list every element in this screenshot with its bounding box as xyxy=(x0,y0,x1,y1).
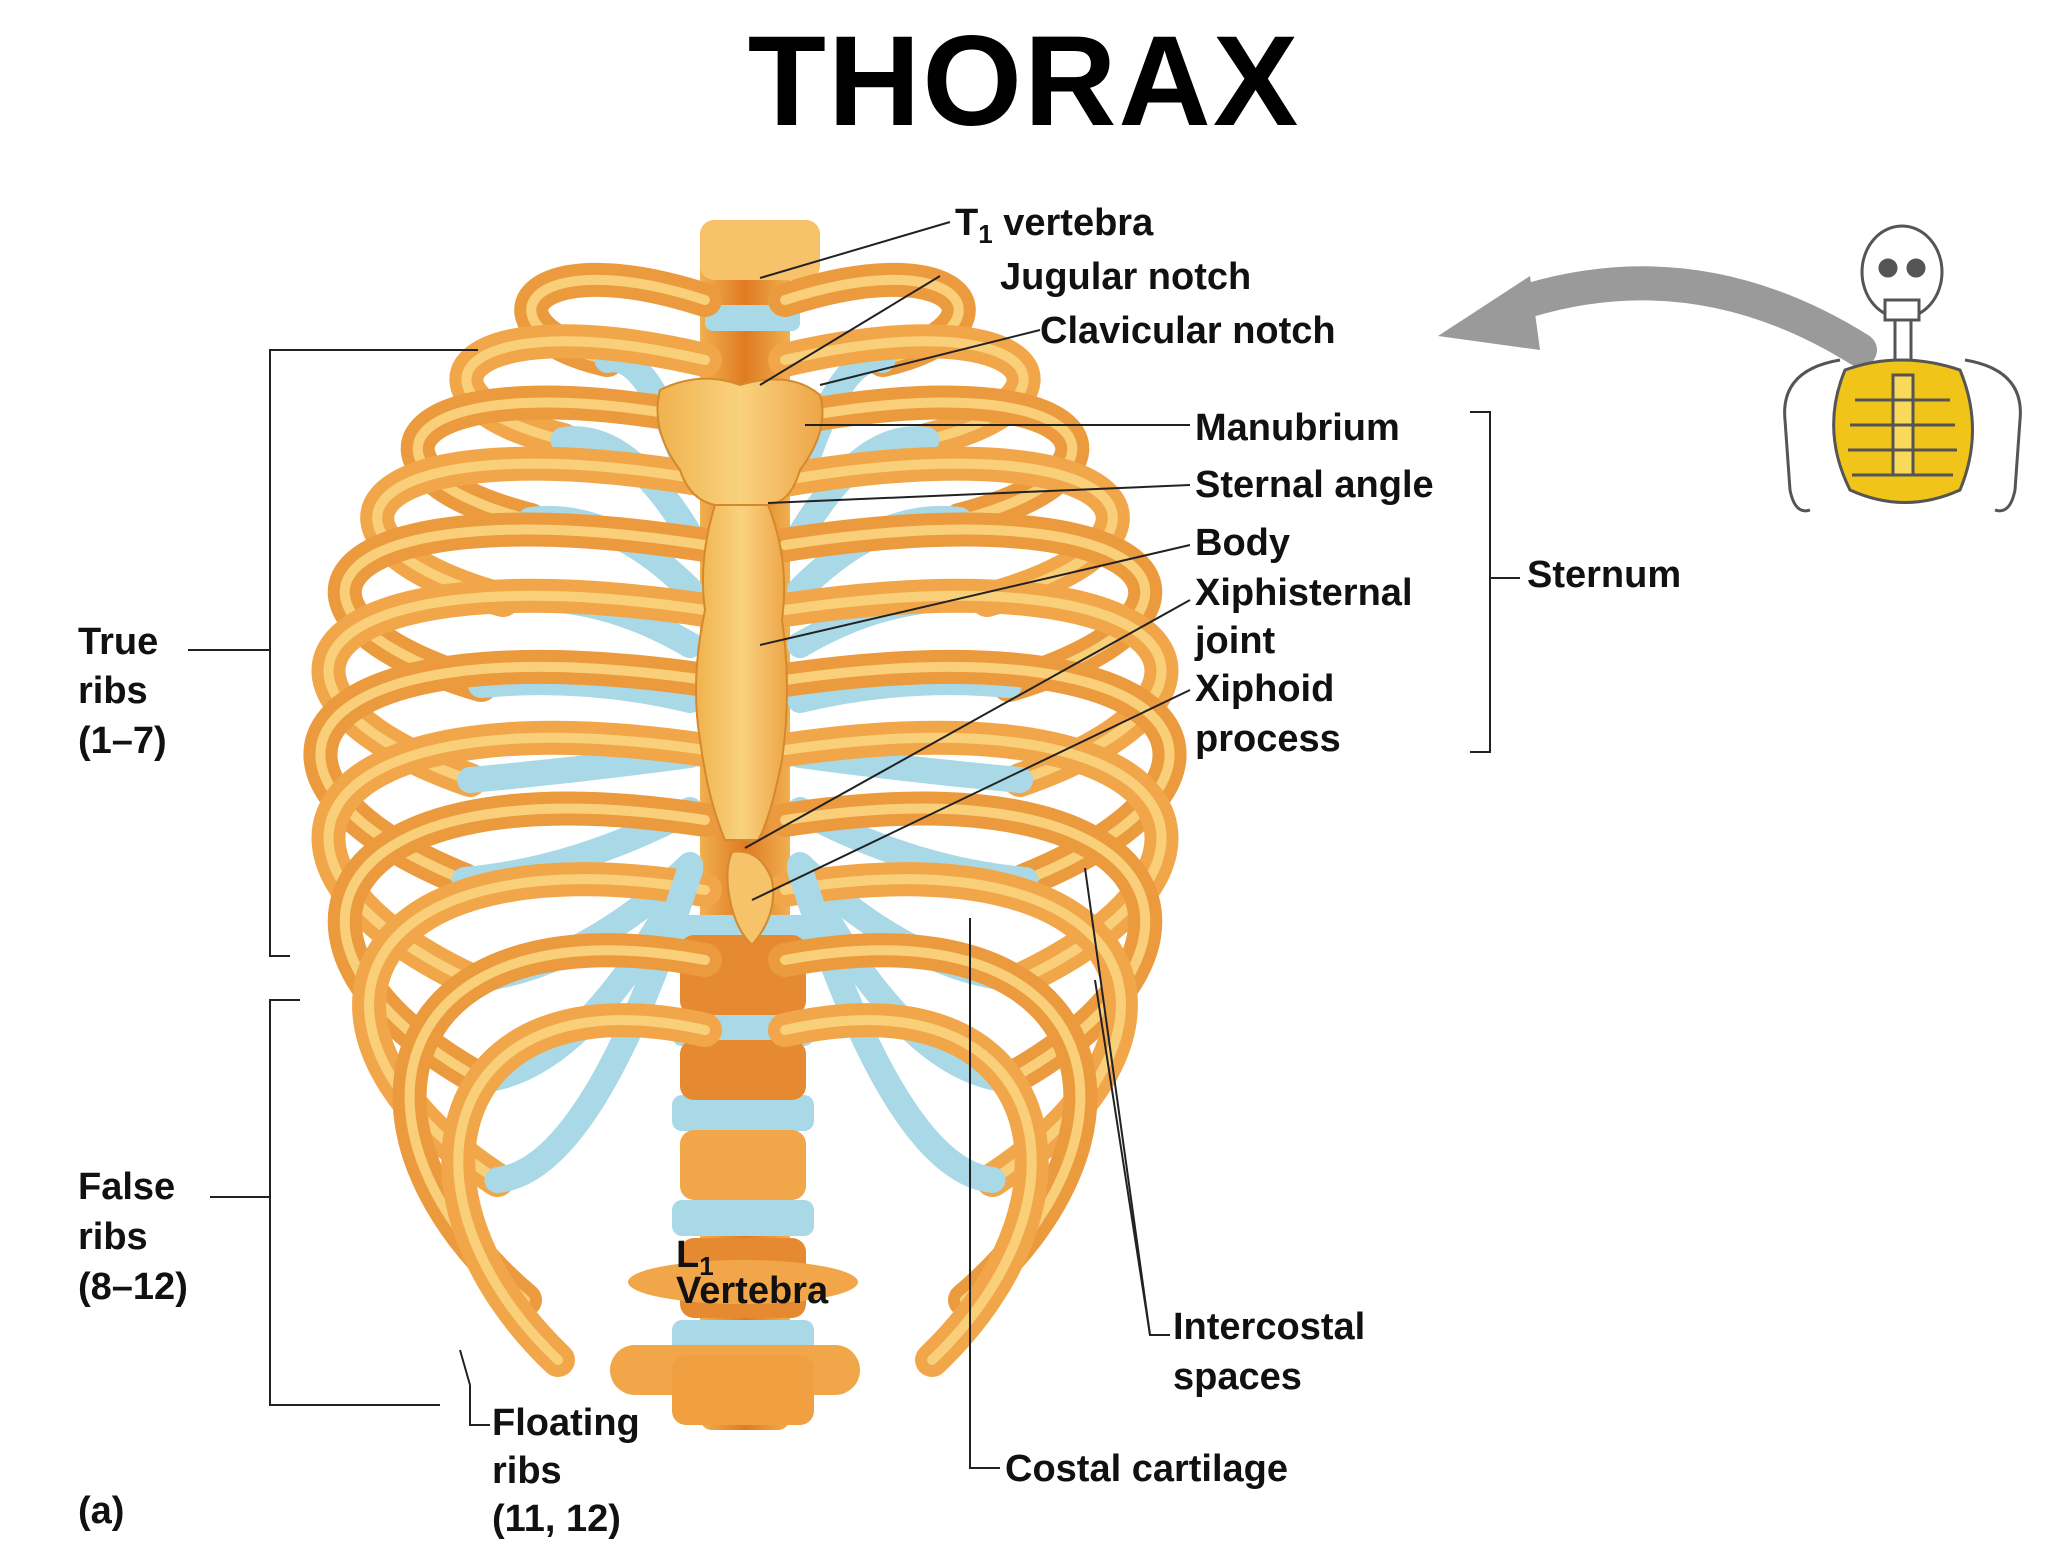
false-ribs-bracket xyxy=(269,999,440,1406)
intervertebral-disc xyxy=(672,1200,814,1236)
rib-highlight xyxy=(780,397,1078,525)
t1-subscript: 1 xyxy=(978,219,993,249)
skeleton-inset xyxy=(1783,224,2022,513)
label-floating-ribs-1: Floating xyxy=(492,1402,640,1444)
label-manubrium: Manubrium xyxy=(1195,407,1400,449)
label-l1-vertebra: Vertebra xyxy=(676,1270,829,1312)
rib-highlight xyxy=(339,803,710,1085)
label-intercostal-2: spaces xyxy=(1173,1356,1302,1398)
rib-highlight xyxy=(453,1015,710,1365)
label-false-ribs-3: (8–12) xyxy=(78,1266,188,1308)
leader-sternal-angle xyxy=(767,484,1191,504)
leader-xiphisternal xyxy=(744,599,1191,849)
rib-highlight xyxy=(339,524,710,690)
leader-clavicular xyxy=(819,329,1041,386)
xiphoid xyxy=(726,850,775,947)
label-true-ribs-3: (1–7) xyxy=(78,720,167,762)
ribs xyxy=(303,262,1187,1377)
rib-highlight xyxy=(323,590,710,785)
label-jugular-notch: Jugular notch xyxy=(1000,256,1252,298)
label-xiphisternal-joint-2: joint xyxy=(1195,620,1276,662)
rib-highlight xyxy=(780,458,1118,605)
l1-vertebra-body xyxy=(672,1355,814,1425)
rib-highlight xyxy=(780,1015,1037,1365)
leader-lines xyxy=(188,221,1520,1469)
rib-highlight xyxy=(315,662,710,885)
leader-xiphoid xyxy=(751,689,1191,901)
label-true-ribs-2: ribs xyxy=(78,670,148,712)
leader-floating-a xyxy=(469,1385,490,1426)
sternum-bracket xyxy=(1470,411,1491,753)
label-false-ribs-1: False xyxy=(78,1166,176,1208)
leader-body xyxy=(759,544,1191,646)
rib-highlight xyxy=(412,397,710,525)
label-xiphoid-process-1: Xiphoid xyxy=(1195,668,1335,710)
leader-costal-cartilage xyxy=(969,918,1000,1469)
pointer-arrow xyxy=(1438,266,1877,367)
label-floating-ribs-2: ribs xyxy=(492,1450,562,1492)
t1-letter: T xyxy=(955,202,979,244)
l1-subscript: 1 xyxy=(699,1251,714,1281)
label-xiphisternal-joint-1: Xiphisternal xyxy=(1195,572,1413,614)
rib-highlight xyxy=(780,524,1151,690)
label-intercostal-1: Intercostal xyxy=(1173,1306,1366,1348)
intervertebral-disc xyxy=(672,1095,814,1131)
leader-floating-b xyxy=(459,1349,471,1386)
vertebra-block xyxy=(680,1040,806,1100)
leader-intercostal-b xyxy=(1094,979,1151,1336)
label-sternum: Sternum xyxy=(1527,554,1682,596)
vertebra-transverse xyxy=(628,1260,858,1304)
page-title: THORAX xyxy=(747,10,1301,153)
vertebra-block xyxy=(680,1130,806,1200)
label-t1-vertebra: T1 vertebra xyxy=(955,198,1153,259)
rib-highlight xyxy=(372,458,710,605)
t1-vertebra xyxy=(700,220,820,280)
rib-highlight xyxy=(780,662,1175,885)
label-body: Body xyxy=(1195,522,1290,564)
true-ribs-bracket xyxy=(269,349,478,957)
leader-t1 xyxy=(759,221,951,279)
t1-suffix: vertebra xyxy=(992,202,1154,244)
label-xiphoid-process-2: process xyxy=(1195,718,1341,760)
label-clavicular-notch: Clavicular notch xyxy=(1040,310,1336,352)
sternum xyxy=(656,377,824,947)
rib-highlight xyxy=(780,590,1167,785)
l1-letter: L xyxy=(676,1234,700,1276)
label-costal-cartilage: Costal cartilage xyxy=(1005,1448,1288,1490)
manubrium xyxy=(656,377,824,506)
panel-letter: (a) xyxy=(78,1490,125,1532)
sternum-body xyxy=(695,504,788,841)
label-false-ribs-2: ribs xyxy=(78,1216,148,1258)
label-true-ribs-1: True xyxy=(78,621,159,663)
label-l1: L1 xyxy=(676,1230,714,1291)
rib-highlight xyxy=(780,803,1151,1085)
leader-jugular xyxy=(759,275,941,386)
label-sternal-angle: Sternal angle xyxy=(1195,464,1434,506)
label-floating-ribs-3: (11, 12) xyxy=(492,1498,621,1540)
